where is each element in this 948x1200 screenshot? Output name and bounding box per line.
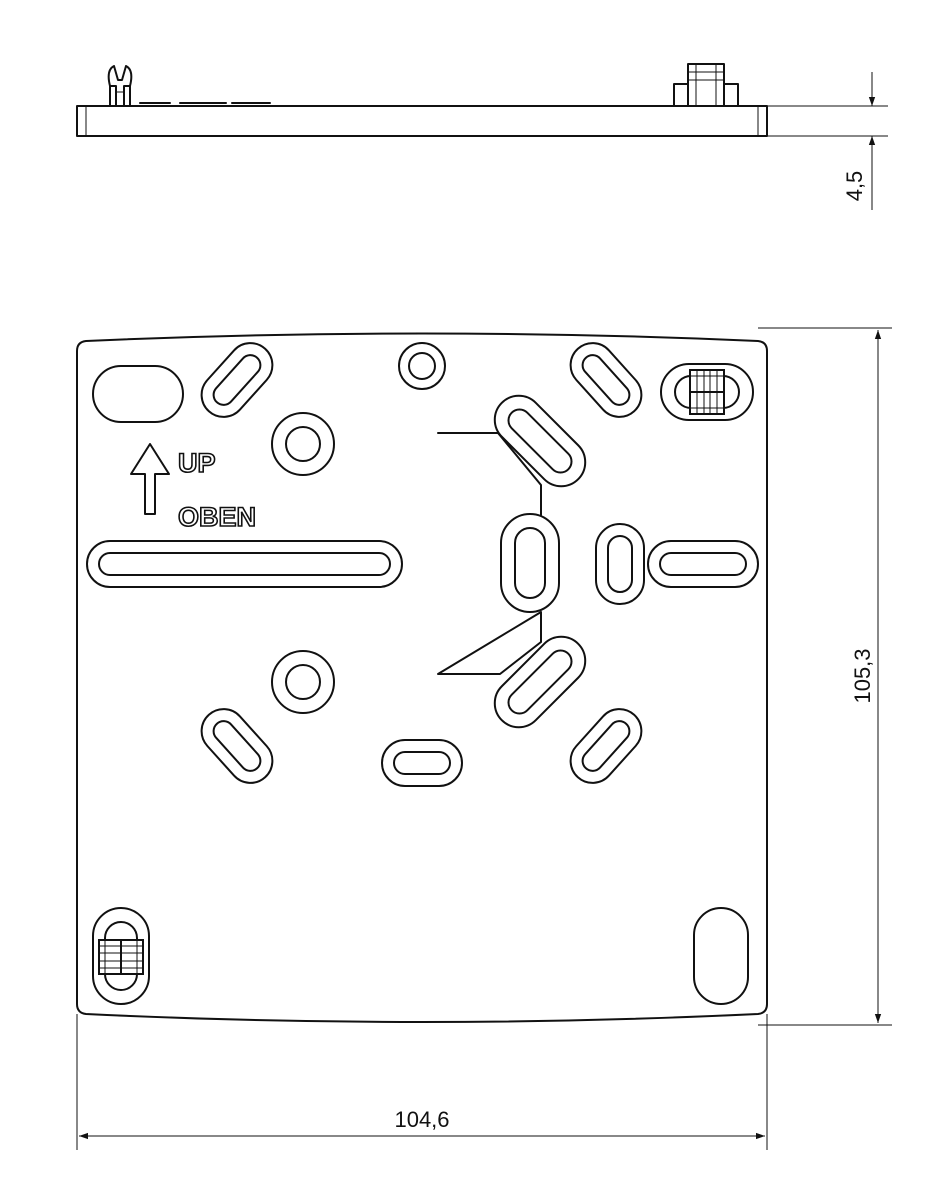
slot-right-vertical <box>595 523 645 605</box>
round-hole-upper-left <box>271 412 335 476</box>
side-view <box>76 63 768 137</box>
slot-bottom-right <box>569 708 643 784</box>
latch-bottom-left <box>92 907 150 1005</box>
side-view-base-plate <box>76 105 768 137</box>
width-dimension: 104,6 <box>76 1014 768 1150</box>
oval-hole-bottom-right <box>693 907 749 1005</box>
mounting-plate-outline <box>76 332 768 1023</box>
height-dimension-label: 105,3 <box>850 648 875 703</box>
side-view-latch-block <box>673 63 739 107</box>
front-view: UP OBEN <box>76 332 768 1023</box>
slot-center-lower <box>493 635 587 729</box>
long-slot-left <box>86 540 403 588</box>
round-hole-lower-left <box>271 650 335 714</box>
slot-center-upper <box>493 394 587 488</box>
label-oben: OBEN <box>178 502 256 532</box>
slot-top-left <box>200 342 274 418</box>
slot-top-right <box>569 342 643 418</box>
slot-center-vertical <box>500 513 560 613</box>
label-up: UP <box>178 448 216 478</box>
up-arrow-icon <box>130 443 170 515</box>
slot-right-horizontal <box>647 540 759 588</box>
round-hole-top <box>398 342 446 390</box>
side-view-snap-clip <box>107 65 133 107</box>
height-dimension: 105,3 <box>758 327 892 1026</box>
center-cutout <box>437 432 542 675</box>
oval-hole-top-left <box>92 365 184 423</box>
thickness-dimension: 4,5 <box>767 72 888 210</box>
slot-bottom-left <box>200 708 274 784</box>
thickness-dimension-label: 4,5 <box>842 171 867 202</box>
latch-top-right <box>660 363 754 421</box>
slot-bottom-center <box>381 739 463 787</box>
width-dimension-label: 104,6 <box>394 1107 449 1132</box>
